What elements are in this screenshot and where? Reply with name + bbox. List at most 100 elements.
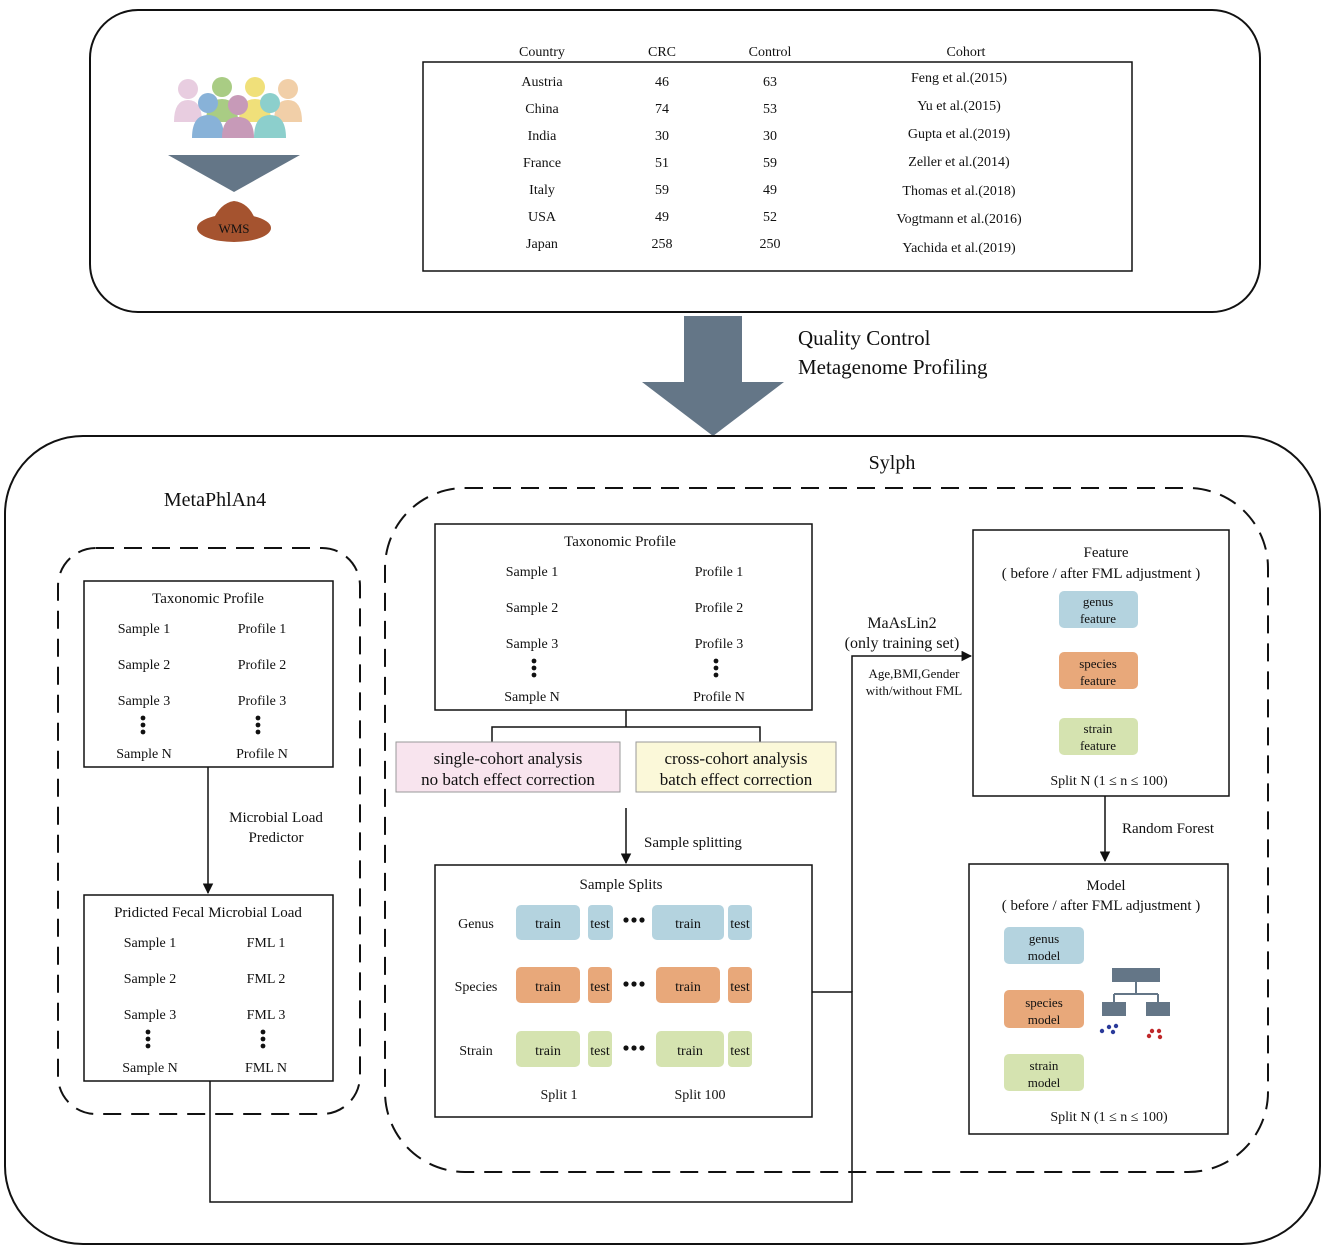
svg-text:train: train [535, 1044, 561, 1059]
maaslin-connector [851, 650, 973, 992]
metaphlan-taxonomic-profile [83, 580, 334, 768]
table-row: China 74 53 Yu et al.(2015) [525, 99, 1001, 117]
svg-text:species: species [1025, 995, 1063, 1010]
svg-text:train: train [677, 1044, 703, 1059]
table-row: Japan 258 250 Yachida et al.(2019) [526, 237, 1016, 256]
strain-model [1004, 1054, 1084, 1091]
svg-text:Sample 1: Sample 1 [118, 622, 171, 637]
svg-text:feature: feature [1080, 611, 1116, 626]
svg-text:train: train [675, 917, 701, 932]
svg-text:Split N (1 ≤ n ≤ 100): Split N (1 ≤ n ≤ 100) [1050, 1110, 1168, 1125]
maaslin-label-1: MaAsLin2 [867, 615, 936, 632]
svg-text:Sample 1: Sample 1 [506, 565, 559, 580]
predictor-label-2: Predictor [249, 830, 304, 846]
svg-text:batch effect correction: batch effect correction [660, 770, 813, 789]
fml-connector [209, 991, 853, 1203]
svg-text:Pridicted Fecal Microbial Load: Pridicted Fecal Microbial Load [114, 905, 302, 921]
svg-text:feature: feature [1080, 673, 1116, 688]
row-label-strain: Strain [459, 1044, 492, 1059]
svg-text:Profile 3: Profile 3 [238, 694, 287, 709]
svg-text:Sample N: Sample N [122, 1061, 178, 1076]
genus-feature [1059, 591, 1138, 628]
table-row: France 51 59 Zeller et al.(2014) [523, 155, 1010, 171]
svg-text:FML 1: FML 1 [247, 936, 286, 951]
genus-model [1004, 927, 1084, 964]
svg-text:genus: genus [1029, 931, 1059, 946]
svg-text:genus: genus [1083, 594, 1113, 609]
vertical-ellipsis-icon [145, 1029, 266, 1049]
svg-text:single-cohort analysis: single-cohort analysis [434, 749, 583, 768]
svg-text:test: test [730, 917, 750, 932]
svg-text:Japan: Japan [526, 237, 558, 252]
down-arrow-icon [642, 316, 784, 436]
svg-text:France: France [523, 156, 561, 171]
svg-text:63: 63 [763, 75, 777, 90]
qc-label-2: Metagenome Profiling [798, 355, 988, 379]
horizontal-ellipsis-icon [623, 917, 645, 1051]
random-forest-label: Random Forest [1122, 821, 1215, 837]
svg-text:Sample N: Sample N [504, 690, 560, 705]
svg-text:train: train [535, 917, 561, 932]
svg-text:Feature: Feature [1084, 545, 1129, 561]
svg-text:FML 3: FML 3 [247, 1008, 286, 1023]
svg-text:train: train [535, 980, 561, 995]
vertical-ellipsis-icon [140, 715, 261, 735]
svg-text:Sample 2: Sample 2 [506, 601, 559, 616]
svg-text:model: model [1028, 1075, 1061, 1090]
svg-text:Profile 2: Profile 2 [238, 658, 287, 673]
svg-text:Sample 2: Sample 2 [118, 658, 171, 673]
table-header-crc: CRC [648, 45, 676, 60]
table-row: India 30 30 Gupta et al.(2019) [528, 127, 1011, 144]
svg-text:Profile N: Profile N [693, 690, 745, 705]
svg-text:FML 2: FML 2 [247, 972, 286, 987]
svg-text:test: test [590, 1044, 610, 1059]
svg-text:Taxonomic Profile: Taxonomic Profile [152, 591, 264, 607]
sample-splitting-label: Sample splitting [644, 835, 742, 851]
table-row: Austria 46 63 Feng et al.(2015) [521, 71, 1007, 90]
svg-text:30: 30 [655, 129, 669, 144]
svg-text:74: 74 [655, 102, 669, 117]
cohort-panel [89, 9, 1261, 313]
species-feature [1059, 652, 1138, 689]
sylph-title: Sylph [869, 452, 916, 474]
svg-text:model: model [1028, 948, 1061, 963]
cross-cohort-box [635, 741, 837, 793]
metaphlan-title: MetaPhlAn4 [164, 489, 266, 511]
svg-text:Vogtmann et al.(2016): Vogtmann et al.(2016) [896, 212, 1022, 227]
svg-text:Profile 3: Profile 3 [695, 637, 744, 652]
svg-text:model: model [1028, 1012, 1061, 1027]
people-group-icon [174, 77, 302, 138]
maaslin-label-2: (only training set) [845, 635, 960, 652]
table-header-control: Control [749, 45, 792, 60]
svg-text:Profile 2: Profile 2 [695, 601, 744, 616]
wms-label: WMS [218, 221, 249, 236]
svg-text:Zeller et al.(2014): Zeller et al.(2014) [908, 155, 1010, 170]
svg-text:59: 59 [763, 156, 777, 171]
svg-text:Split 100: Split 100 [675, 1088, 726, 1103]
svg-text:53: 53 [763, 102, 777, 117]
svg-text:China: China [525, 102, 559, 117]
svg-text:( before / after FML adjustmen: ( before / after FML adjustment ) [1002, 566, 1201, 582]
svg-text:Austria: Austria [521, 75, 563, 90]
svg-text:59: 59 [655, 183, 669, 198]
svg-text:258: 258 [652, 237, 673, 252]
svg-text:Yu et al.(2015): Yu et al.(2015) [917, 99, 1001, 114]
svg-text:Sample 2: Sample 2 [124, 972, 177, 987]
svg-text:Profile N: Profile N [236, 747, 288, 762]
table-row: USA 49 52 Vogtmann et al.(2016) [528, 210, 1022, 227]
fml-box [83, 894, 334, 1082]
svg-text:Split 1: Split 1 [541, 1088, 578, 1103]
svg-text:Profile 1: Profile 1 [695, 565, 744, 580]
svg-text:52: 52 [763, 210, 777, 225]
table-header-country: Country [519, 45, 565, 60]
svg-text:train: train [675, 980, 701, 995]
svg-text:Model: Model [1086, 878, 1125, 894]
svg-text:Split N (1 ≤ n ≤ 100): Split N (1 ≤ n ≤ 100) [1050, 774, 1168, 789]
single-cohort-box [395, 741, 621, 793]
svg-text:30: 30 [763, 129, 777, 144]
svg-text:species: species [1079, 656, 1117, 671]
svg-text:49: 49 [763, 183, 777, 198]
svg-text:Gupta et al.(2019): Gupta et al.(2019) [908, 127, 1011, 142]
svg-text:Sample Splits: Sample Splits [580, 877, 663, 893]
svg-text:test: test [590, 917, 610, 932]
